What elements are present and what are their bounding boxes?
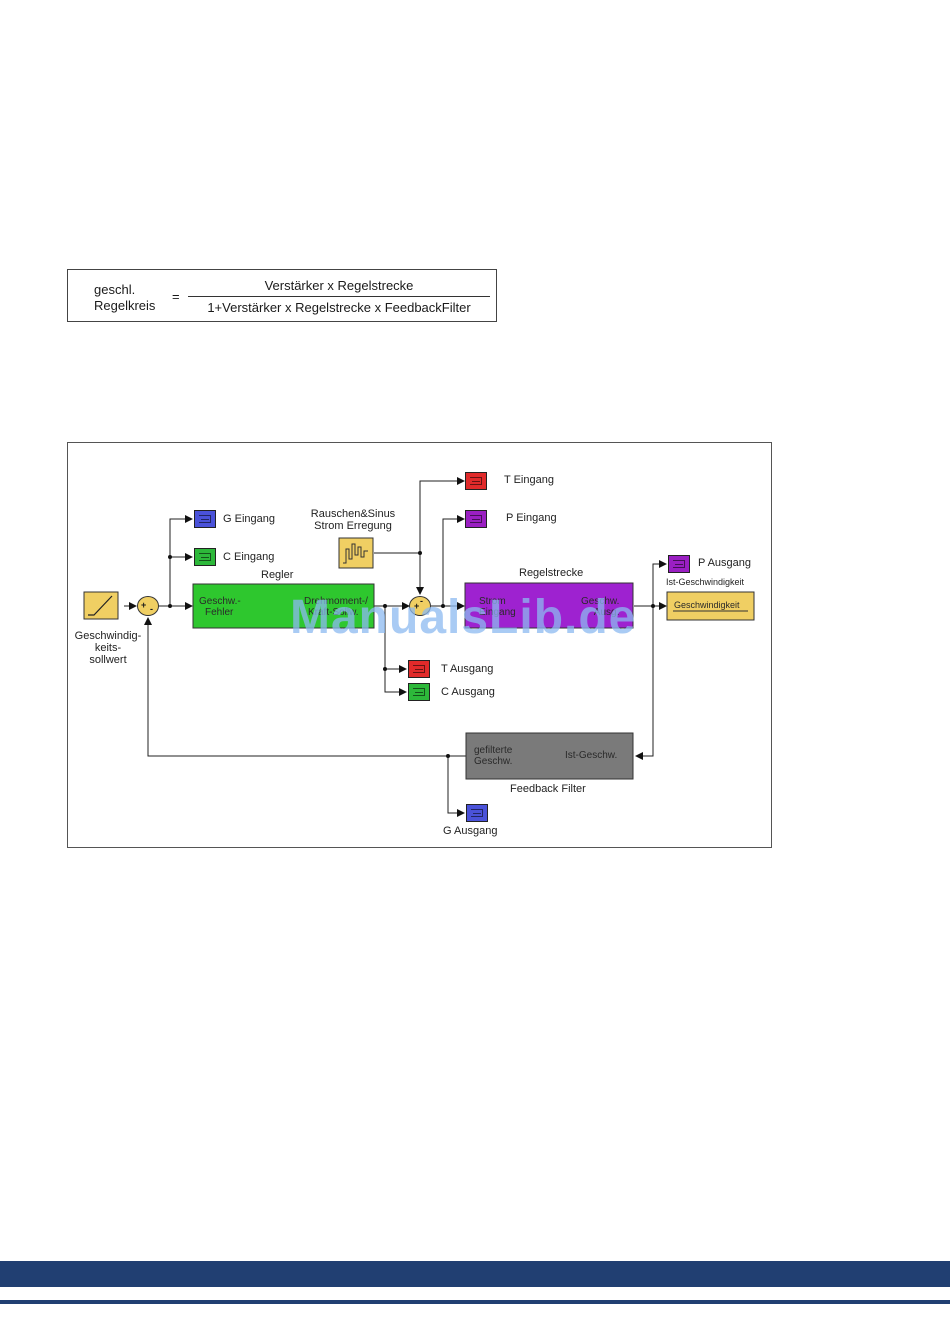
setpoint-ramp-source <box>83 591 119 620</box>
g-ausgang-label: G Ausgang <box>443 825 498 837</box>
regler-in-line1: Geschw.- <box>199 596 241 607</box>
footer-bar <box>0 1261 950 1287</box>
sum-junction-1: + - <box>137 596 159 616</box>
filter-output-port: gefilterte Geschw. <box>474 745 512 767</box>
feedback-filter-title: Feedback Filter <box>510 783 586 795</box>
ist-geschwindigkeit-title: Ist-Geschwindigkeit <box>666 577 745 587</box>
setpoint-label-line1: Geschwindig- <box>74 630 142 642</box>
p-ausgang-scope-icon <box>668 555 690 573</box>
p-eingang-scope-icon <box>465 510 487 528</box>
regler-block <box>192 583 375 629</box>
p-eingang-label: P Eingang <box>506 512 557 524</box>
g-eingang-scope-icon <box>194 510 216 528</box>
c-ausgang-scope-icon <box>408 683 430 701</box>
strecke-out-line1: Geschw. <box>581 596 620 607</box>
noise-label: Rauschen&Sinus Strom Erregung <box>303 508 403 532</box>
transfer-function-formula: geschl. Regelkreis = Verstärker x Regels… <box>67 269 497 322</box>
c-eingang-scope-icon <box>194 548 216 566</box>
sum-junction-2: + - <box>409 596 431 616</box>
t-eingang-label: T Eingang <box>504 474 554 486</box>
feedback-filter-block <box>465 732 634 780</box>
c-eingang-label: C Eingang <box>223 551 275 563</box>
filter-input-port: Ist-Geschw. <box>565 750 618 761</box>
filter-in-line2: Geschw. <box>474 756 513 767</box>
regelstrecke-block <box>464 582 634 629</box>
setpoint-label-line3: sollwert <box>89 654 127 666</box>
setpoint-label: Geschwindig- keits- sollwert <box>68 630 148 666</box>
p-ausgang-label: P Ausgang <box>698 557 752 569</box>
formula-denominator: 1+Verstärker x Regelstrecke x FeedbackFi… <box>207 300 471 315</box>
formula-numerator: Verstärker x Regelstrecke <box>264 278 414 293</box>
filter-in-line1: gefilterte <box>474 745 513 756</box>
formula-lhs-line1: geschl. <box>94 282 136 297</box>
regler-output-port: Drehmoment-/ Kraft-Sollw. <box>304 596 368 618</box>
strecke-output-port: Geschw. Ausg. <box>581 596 619 618</box>
watermark: ManualsLib.de <box>290 591 637 644</box>
g-eingang-label: G Eingang <box>223 513 275 525</box>
sum2-minus: - <box>420 596 423 606</box>
c-ausgang-label: C Ausgang <box>441 686 495 698</box>
sum1-plus: + <box>141 600 147 610</box>
regelstrecke-title: Regelstrecke <box>519 567 584 579</box>
footer-line <box>0 1300 950 1304</box>
regler-out-line2: Kraft-Sollw. <box>308 607 359 618</box>
strecke-out-line2: Ausg. <box>593 607 620 618</box>
t-eingang-scope-icon <box>465 472 487 490</box>
t-ausgang-label: T Ausgang <box>441 663 494 675</box>
regler-input-port: Geschw.- Fehler <box>199 596 241 618</box>
strecke-input-port: Strom Eingang <box>479 596 516 618</box>
regler-in-line2: Fehler <box>205 607 234 618</box>
signal-wires <box>83 477 755 817</box>
strecke-in-line2: Eingang <box>479 607 516 618</box>
noise-source <box>338 537 374 569</box>
ist-geschwindigkeit-display <box>666 591 755 621</box>
formula-equals: = <box>172 289 180 304</box>
ist-geschwindigkeit-value: Geschwindigkeit <box>674 600 740 610</box>
strecke-in-line1: Strom <box>479 596 506 607</box>
regler-title: Regler <box>261 569 294 581</box>
setpoint-label-line2: keits- <box>94 642 122 654</box>
formula-fraction-bar <box>188 296 490 297</box>
sum2-plus: + <box>414 601 420 611</box>
sum1-minus: - <box>150 604 153 614</box>
noise-label-line1: Rauschen&Sinus <box>310 508 396 520</box>
formula-lhs-line2: Regelkreis <box>94 298 156 313</box>
g-ausgang-scope-icon <box>466 804 488 822</box>
control-loop-diagram: + - + - G Eingang C Eingang T Eingang P … <box>67 442 772 848</box>
t-ausgang-scope-icon <box>408 660 430 678</box>
regler-out-line1: Drehmoment-/ <box>304 596 368 607</box>
noise-label-line2: Strom Erregung <box>314 520 392 532</box>
